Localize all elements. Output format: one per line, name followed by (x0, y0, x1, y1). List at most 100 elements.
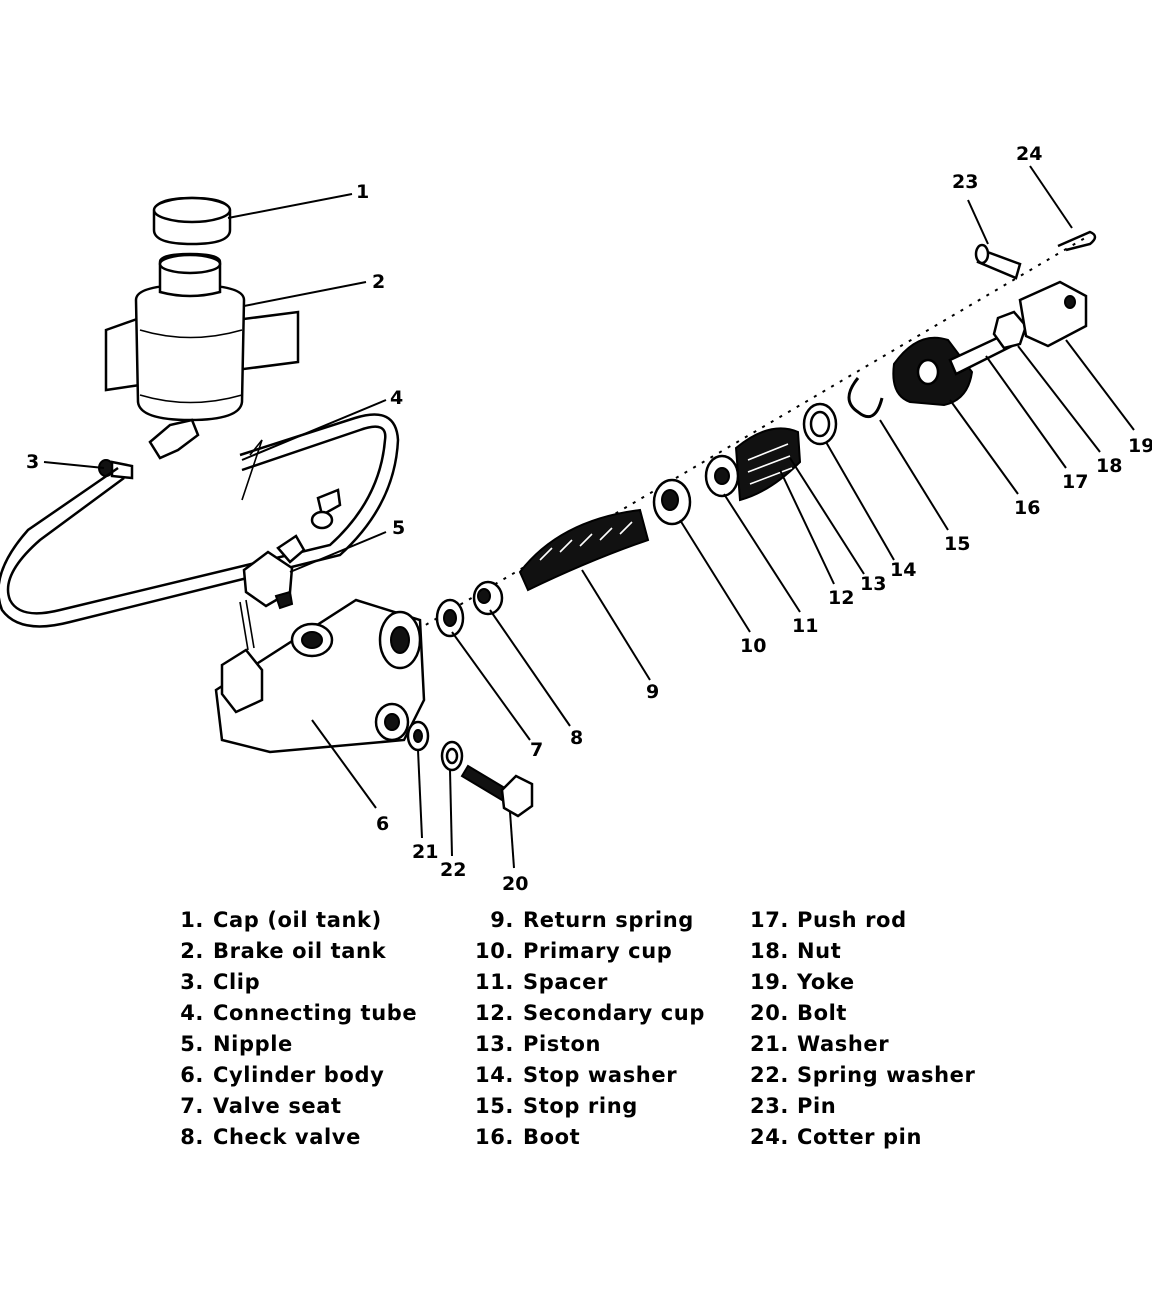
legend-number: 9. (490, 908, 514, 932)
legend-label: Push rod (797, 908, 907, 932)
part-valve-seat (435, 598, 465, 638)
legend-item: 3. Clip (178, 970, 260, 994)
callout-22: 22 (440, 859, 466, 881)
legend-item: 2.Brake oil tank (178, 939, 386, 963)
legend-number: 18. (750, 939, 790, 963)
legend-item: 17. Push rod (750, 908, 907, 932)
legend-item: 12. Secondary cup (474, 1001, 705, 1025)
callout-23: 23 (952, 171, 978, 193)
legend-number: 24. (750, 1125, 790, 1149)
callout-5: 5 (392, 517, 405, 539)
part-primary-cup (652, 478, 692, 526)
legend-item: 18.Nut (750, 939, 841, 963)
part-connecting-tube (0, 413, 400, 628)
part-cylinder-body (214, 598, 426, 754)
legend-label: Clip (213, 970, 261, 994)
part-stop-ring (847, 377, 884, 419)
part-washer (406, 720, 430, 752)
callout-17: 17 (1062, 471, 1088, 493)
legend-number: 21. (750, 1032, 790, 1056)
legend-number: 17. (750, 908, 790, 932)
part-bolt (460, 764, 534, 818)
legend-label: Spring washer (797, 1063, 976, 1087)
callout-7: 7 (530, 739, 543, 761)
legend-number: 14. (474, 1063, 514, 1087)
part-check-valve (472, 580, 504, 616)
legend-label: Check valve (213, 1125, 361, 1149)
callout-2: 2 (372, 271, 385, 293)
legend-label: Spacer (523, 970, 608, 994)
legend-label: Yoke (797, 970, 855, 994)
callout-12: 12 (828, 587, 854, 609)
callout-18: 18 (1096, 455, 1122, 477)
legend-item: 10. Primary cup (474, 939, 672, 963)
legend-label: Brake oil tank (213, 939, 387, 963)
callout-14: 14 (890, 559, 916, 581)
legend-item: 6. Cylinder body (178, 1063, 384, 1087)
legend-number: 12. (474, 1001, 514, 1025)
legend-item: 21.Washer (750, 1032, 889, 1056)
legend-item: 5.Nipple (178, 1032, 293, 1056)
legend-number: 6. (180, 1063, 204, 1087)
callout-19: 19 (1128, 435, 1152, 457)
legend-item: 20.Bolt (750, 1001, 847, 1025)
legend-item: 7.Valve seat (178, 1094, 342, 1118)
legend-item: 19. Yoke (750, 970, 855, 994)
legend-label: Boot (523, 1125, 581, 1149)
legend-item: 4. Connecting tube (178, 1001, 417, 1025)
callout-20: 20 (502, 873, 528, 895)
legend-label: Secondary cup (523, 1001, 705, 1025)
part-nipple (242, 534, 306, 610)
callout-8: 8 (570, 727, 583, 749)
callout-11: 11 (792, 615, 818, 637)
legend-number: 8. (180, 1125, 204, 1149)
part-cotter-pin (1057, 230, 1097, 252)
legend-label: Piston (523, 1032, 602, 1056)
callout-13: 13 (860, 573, 886, 595)
legend-label: Connecting tube (213, 1001, 418, 1025)
callout-15: 15 (944, 533, 970, 555)
callout-3: 3 (26, 451, 39, 473)
legend-number: 22. (750, 1063, 790, 1087)
callout-16: 16 (1014, 497, 1040, 519)
legend-number: 13. (474, 1032, 514, 1056)
callout-24: 24 (1016, 143, 1042, 165)
legend-label: Bolt (797, 1001, 848, 1025)
part-piston-assembly (704, 427, 802, 502)
legend-item: 14. Stop washer (474, 1063, 677, 1087)
legend-item: 15.Stop ring (474, 1094, 638, 1118)
callout-21: 21 (412, 841, 438, 863)
legend-number: 3. (180, 970, 204, 994)
callout-4: 4 (390, 387, 403, 409)
callout-numbers: 1 2 3 4 5 6 7 8 9 10 11 12 13 14 15 16 1… (26, 143, 1152, 895)
part-return-spring (518, 508, 650, 592)
legend-label: Return spring (523, 908, 694, 932)
part-pin (974, 243, 1022, 280)
legend-item: 22. Spring washer (750, 1063, 975, 1087)
part-nut (992, 310, 1028, 350)
callout-9: 9 (646, 681, 659, 703)
legend-number: 10. (474, 939, 514, 963)
assembly-axis (399, 234, 1091, 641)
legend-item: 11. Spacer (474, 970, 608, 994)
legend-label: Stop washer (523, 1063, 678, 1087)
legend-item: 24.Cotter pin (750, 1125, 922, 1149)
legend-item: 1.Cap (oil tank) (178, 908, 382, 932)
legend-number: 1. (180, 908, 204, 932)
legend-label: Cylinder body (213, 1063, 385, 1087)
callout-1: 1 (356, 181, 369, 203)
exploded-view-diagram: 1 2 3 4 5 6 7 8 9 10 11 12 13 14 15 16 1… (0, 143, 1152, 895)
legend-number: 19. (750, 970, 790, 994)
legend-item: 13. Piston (474, 1032, 601, 1056)
legend-item: 9. Return spring (474, 908, 694, 932)
part-boot (892, 336, 974, 407)
legend-number: 11. (474, 970, 514, 994)
legend-label: Stop ring (523, 1094, 638, 1118)
legend-number: 7. (180, 1094, 204, 1118)
part-spring-washer (440, 740, 464, 772)
legend-item: 16.Boot (474, 1125, 580, 1149)
legend-label: Primary cup (523, 939, 673, 963)
legend-number: 4. (180, 1001, 204, 1025)
legend-label: Nipple (213, 1032, 293, 1056)
legend-item: 23.Pin (750, 1094, 836, 1118)
